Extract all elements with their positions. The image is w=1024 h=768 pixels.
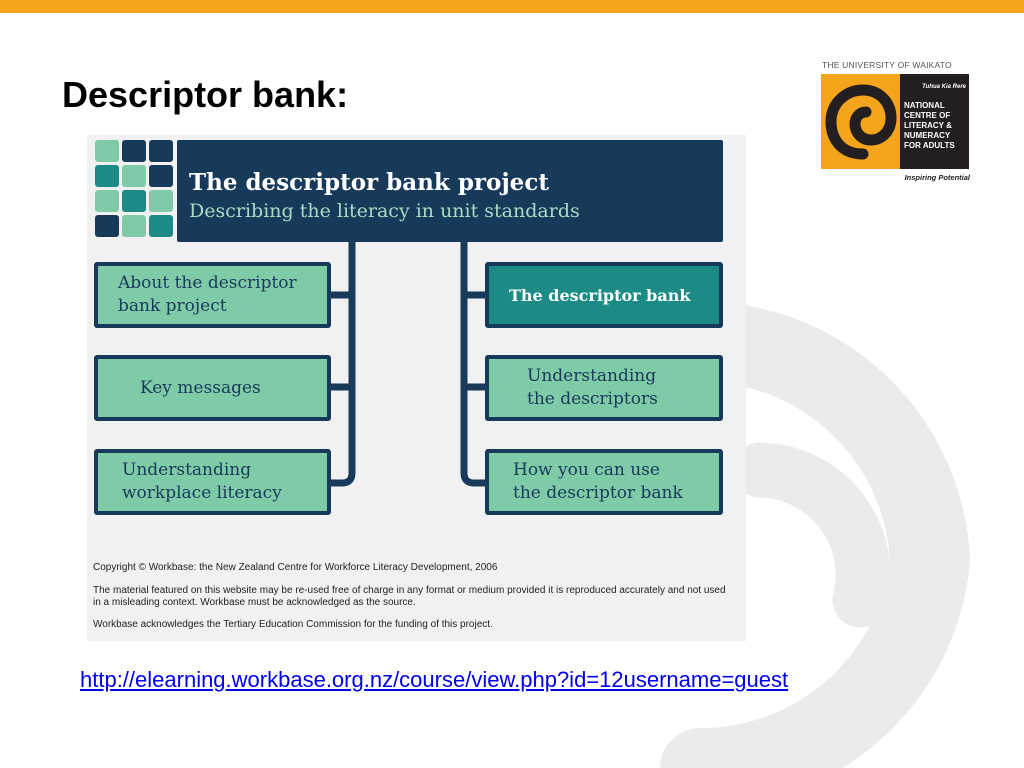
figure-title: The descriptor bank project [189,169,549,196]
logo-tagline: Tuhua Kia Rere [922,84,966,90]
node-understanding-descriptors[interactable]: Understanding the descriptors [485,355,723,421]
slide-title: Descriptor bank: [62,74,349,115]
logo-text-panel: Tuhua Kia Rere NATIONAL CENTRE OF LITERA… [900,74,969,169]
university-logo: THE UNIVERSITY OF WAIKATO Tuhua Kia Rere… [820,58,972,186]
figure-subtitle: Describing the literacy in unit standard… [189,200,580,222]
descriptor-bank-figure: The descriptor bank project Describing t… [87,135,746,641]
grid-mark-icon [95,140,173,237]
source-url-link[interactable]: http://elearning.workbase.org.nz/course/… [80,667,789,692]
copyright-line: Copyright © Workbase: the New Zealand Ce… [93,562,498,573]
node-workplace-literacy[interactable]: Understanding workplace literacy [94,449,331,515]
logo-slogan: Inspiring Potential [904,173,970,182]
node-how-to-use[interactable]: How you can use the descriptor bank [485,449,723,515]
funding-acknowledgement: Workbase acknowledges the Tertiary Educa… [93,619,493,630]
logo-university-name: THE UNIVERSITY OF WAIKATO [822,60,952,70]
tree-connectors [329,240,487,487]
node-key-messages[interactable]: Key messages [94,355,331,421]
node-descriptor-bank[interactable]: The descriptor bank [485,262,723,328]
figure-graphics [95,140,487,487]
logo-centre-name: NATIONAL CENTRE OF LITERACY & NUMERACY F… [904,101,955,150]
figure-header: The descriptor bank project Describing t… [177,140,723,242]
top-accent-bar [0,0,1024,13]
node-about-project[interactable]: About the descriptor bank project [94,262,331,328]
logo-koru-mark [821,74,901,169]
koru-icon [825,84,897,160]
reuse-notice: The material featured on this website ma… [93,585,726,608]
